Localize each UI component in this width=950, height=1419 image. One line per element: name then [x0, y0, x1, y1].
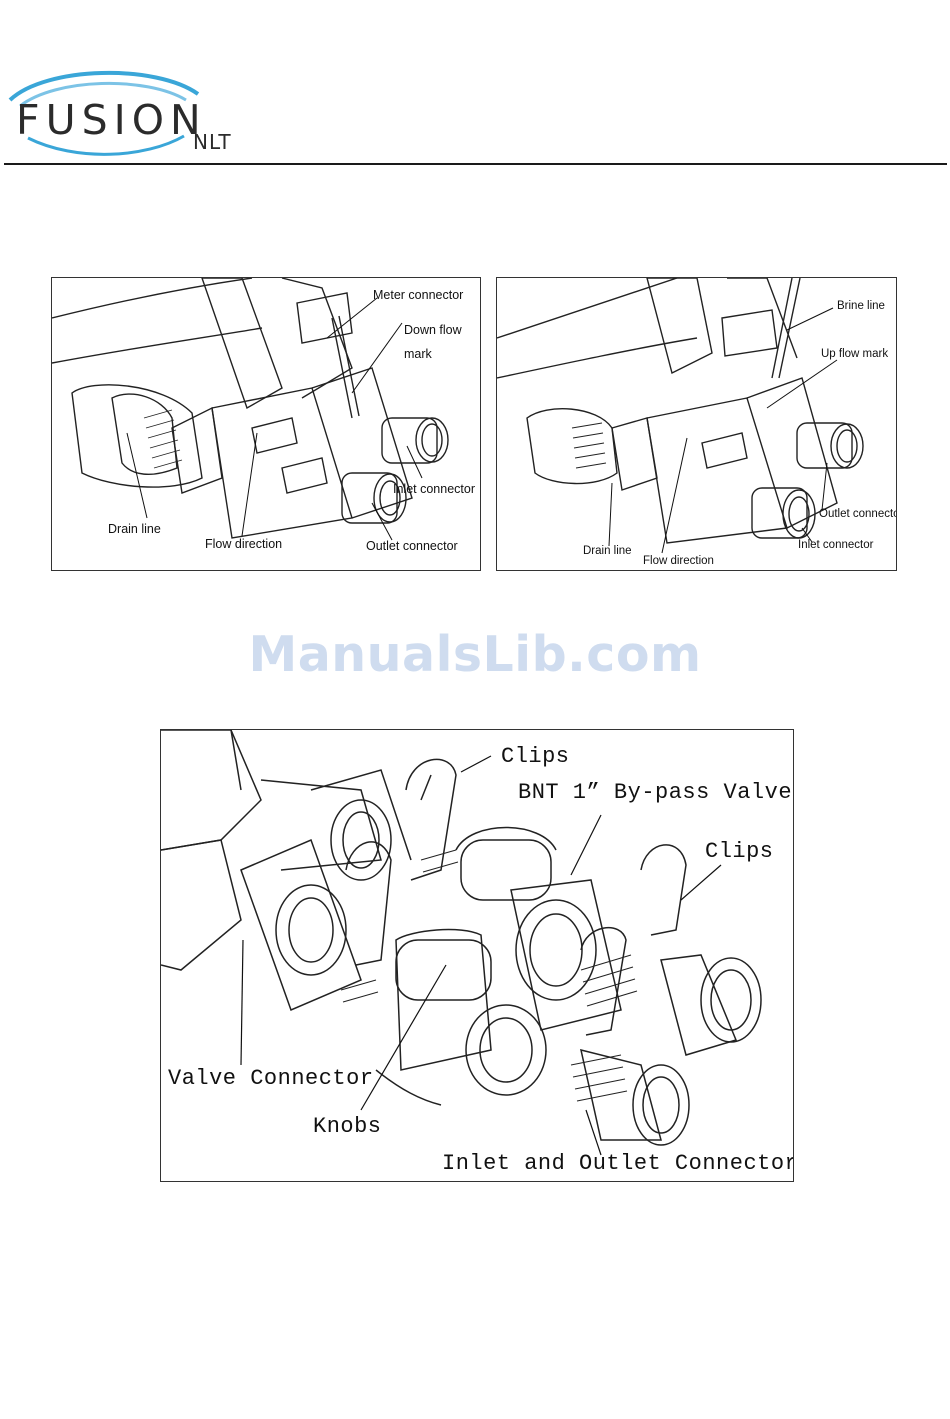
header-divider — [4, 163, 947, 165]
logo-brand-text: FUSION — [16, 96, 207, 144]
label-outlet-connector: Outlet connector — [366, 539, 458, 553]
label-down-flow-mark-line2: mark — [404, 347, 432, 361]
label-outlet-connector: Outlet connector — [819, 508, 897, 520]
manualslib-watermark: ManualsLib.com — [0, 626, 950, 683]
label-knobs: Knobs — [313, 1114, 382, 1139]
label-drain-line: Drain line — [583, 545, 632, 557]
label-clips-top: Clips — [501, 744, 570, 769]
label-valve-connector: Valve Connector — [168, 1066, 374, 1091]
figure-bypass-valve-assembly: Clips BNT 1” By-pass Valve Clips Valve C… — [160, 729, 794, 1182]
figure-down-flow-installation: Meter connector Down flow mark Inlet con… — [51, 277, 481, 571]
label-down-flow-mark: Down flow — [404, 323, 462, 337]
label-clips-right: Clips — [705, 839, 774, 864]
label-flow-direction: Flow direction — [643, 555, 714, 567]
label-inlet-outlet-connector: Inlet and Outlet Connector — [442, 1151, 794, 1176]
label-meter-connector: Meter connector — [373, 288, 463, 302]
label-inlet-connector: Inlet connector — [393, 482, 475, 496]
label-brine-line: Brine line — [837, 300, 885, 312]
logo-brand-sub: NLT — [193, 130, 232, 154]
label-flow-direction: Flow direction — [205, 537, 282, 551]
fusion-nlt-logo: FUSION NLT — [6, 66, 246, 156]
label-up-flow-mark: Up flow mark — [821, 348, 888, 360]
label-bnt-bypass-valve: BNT 1” By-pass Valve — [518, 780, 792, 805]
figure-up-flow-installation: Brine line Up flow mark Outlet connector… — [496, 277, 897, 571]
label-inlet-connector: Inlet connector — [798, 539, 873, 551]
label-drain-line: Drain line — [108, 522, 161, 536]
up-flow-valve-drawing — [497, 278, 896, 570]
